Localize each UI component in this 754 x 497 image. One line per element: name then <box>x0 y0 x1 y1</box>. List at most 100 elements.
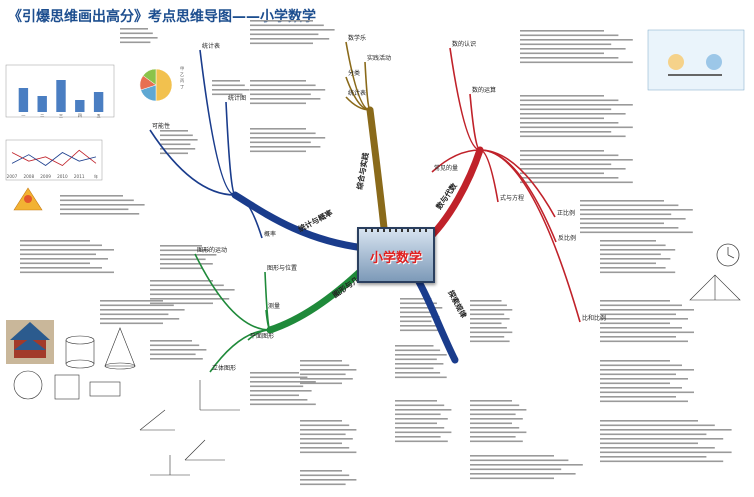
note-line <box>60 213 140 215</box>
branch-curves <box>149 41 581 373</box>
note-line <box>300 483 346 486</box>
note-line <box>160 130 188 132</box>
note-line <box>250 102 306 105</box>
sub-label: 图形的运动 <box>197 246 227 254</box>
note-blocks <box>20 20 732 486</box>
note-line <box>520 99 619 102</box>
note-line <box>300 433 346 436</box>
note-line <box>470 455 554 457</box>
note-line <box>600 249 676 251</box>
note-line <box>520 57 619 59</box>
note-line <box>395 345 434 347</box>
note-line <box>150 340 192 342</box>
note-line <box>520 95 604 97</box>
note-line <box>160 148 196 150</box>
note-line <box>150 344 200 347</box>
note-line <box>300 429 357 431</box>
note-line <box>250 24 324 27</box>
note-line <box>470 404 520 407</box>
note-line <box>400 325 437 327</box>
note-line <box>520 48 626 50</box>
note-line <box>600 396 676 398</box>
branch-tuxing <box>266 264 368 334</box>
sub-label: 图形与位置 <box>267 264 297 272</box>
note-line <box>470 336 505 338</box>
legend-label: 甲 <box>180 66 184 72</box>
note-line <box>600 438 724 440</box>
branch-zonghe <box>366 106 388 232</box>
sub-label: 统计图 <box>228 94 246 102</box>
pie-slice <box>142 68 157 86</box>
note-line <box>395 409 452 411</box>
note-line <box>300 451 357 454</box>
note-line <box>250 20 313 22</box>
center-label: 小学数学 <box>369 251 422 266</box>
note-line <box>300 420 342 422</box>
note-line <box>600 322 670 325</box>
note-line <box>580 227 679 229</box>
note-line <box>250 29 335 31</box>
note-line <box>520 131 612 133</box>
branch-label-tongji: 统计与概率 <box>296 207 334 234</box>
note-line <box>400 307 443 309</box>
legend-label: 丁 <box>180 84 184 89</box>
note-line <box>470 331 513 334</box>
note-line <box>160 143 191 146</box>
note-line <box>520 34 619 37</box>
sub-label: 数的认识 <box>452 40 476 48</box>
note-line <box>400 316 440 318</box>
note-line <box>160 245 202 247</box>
note-line <box>600 262 656 265</box>
note-line <box>250 98 321 100</box>
note-line <box>395 427 445 429</box>
note-line <box>250 146 321 148</box>
pie-slice <box>155 68 173 102</box>
note-line <box>300 474 350 477</box>
note-line <box>120 28 148 30</box>
note-line <box>250 84 316 87</box>
note-line <box>470 300 502 302</box>
note-line <box>520 113 626 115</box>
sub-label: 反比例 <box>558 234 576 242</box>
note-line <box>400 302 437 305</box>
note-line <box>395 358 437 361</box>
note-line <box>20 240 90 242</box>
note-line <box>600 244 666 247</box>
note-line <box>20 253 96 256</box>
note-line <box>300 378 353 380</box>
note-line <box>160 152 188 155</box>
note-line <box>150 349 207 351</box>
note-line <box>250 38 330 40</box>
note-line <box>580 209 693 211</box>
note-line <box>600 336 676 338</box>
bar <box>56 80 66 112</box>
x-tick-label: 二 <box>40 113 44 118</box>
note-line <box>300 447 350 449</box>
note-line <box>470 309 513 311</box>
sub-branch-tongji <box>199 49 236 196</box>
note-line <box>470 313 505 316</box>
note-line <box>470 322 502 325</box>
note-line <box>250 132 316 135</box>
note-line <box>470 468 562 471</box>
triangle-diagram <box>689 274 741 301</box>
note-line <box>600 267 666 269</box>
note-line <box>160 134 193 137</box>
x-tick-label: 2007 <box>7 174 18 179</box>
x-tick-label: 2011 <box>74 174 85 179</box>
note-line <box>120 37 158 39</box>
note-line <box>20 244 102 247</box>
note-line <box>580 200 664 202</box>
sub-branch-tongji <box>225 101 236 196</box>
note-line <box>212 80 240 82</box>
note-line <box>250 150 306 153</box>
sub-label: 实践活动 <box>367 54 391 62</box>
note-line <box>600 429 732 431</box>
sub-label: 常见的量 <box>434 164 458 172</box>
note-line <box>470 473 576 475</box>
fire-triangle-icon <box>13 187 43 211</box>
note-line <box>395 400 437 402</box>
note-line <box>300 364 350 367</box>
center-node[interactable]: 小学数学 <box>357 227 435 283</box>
